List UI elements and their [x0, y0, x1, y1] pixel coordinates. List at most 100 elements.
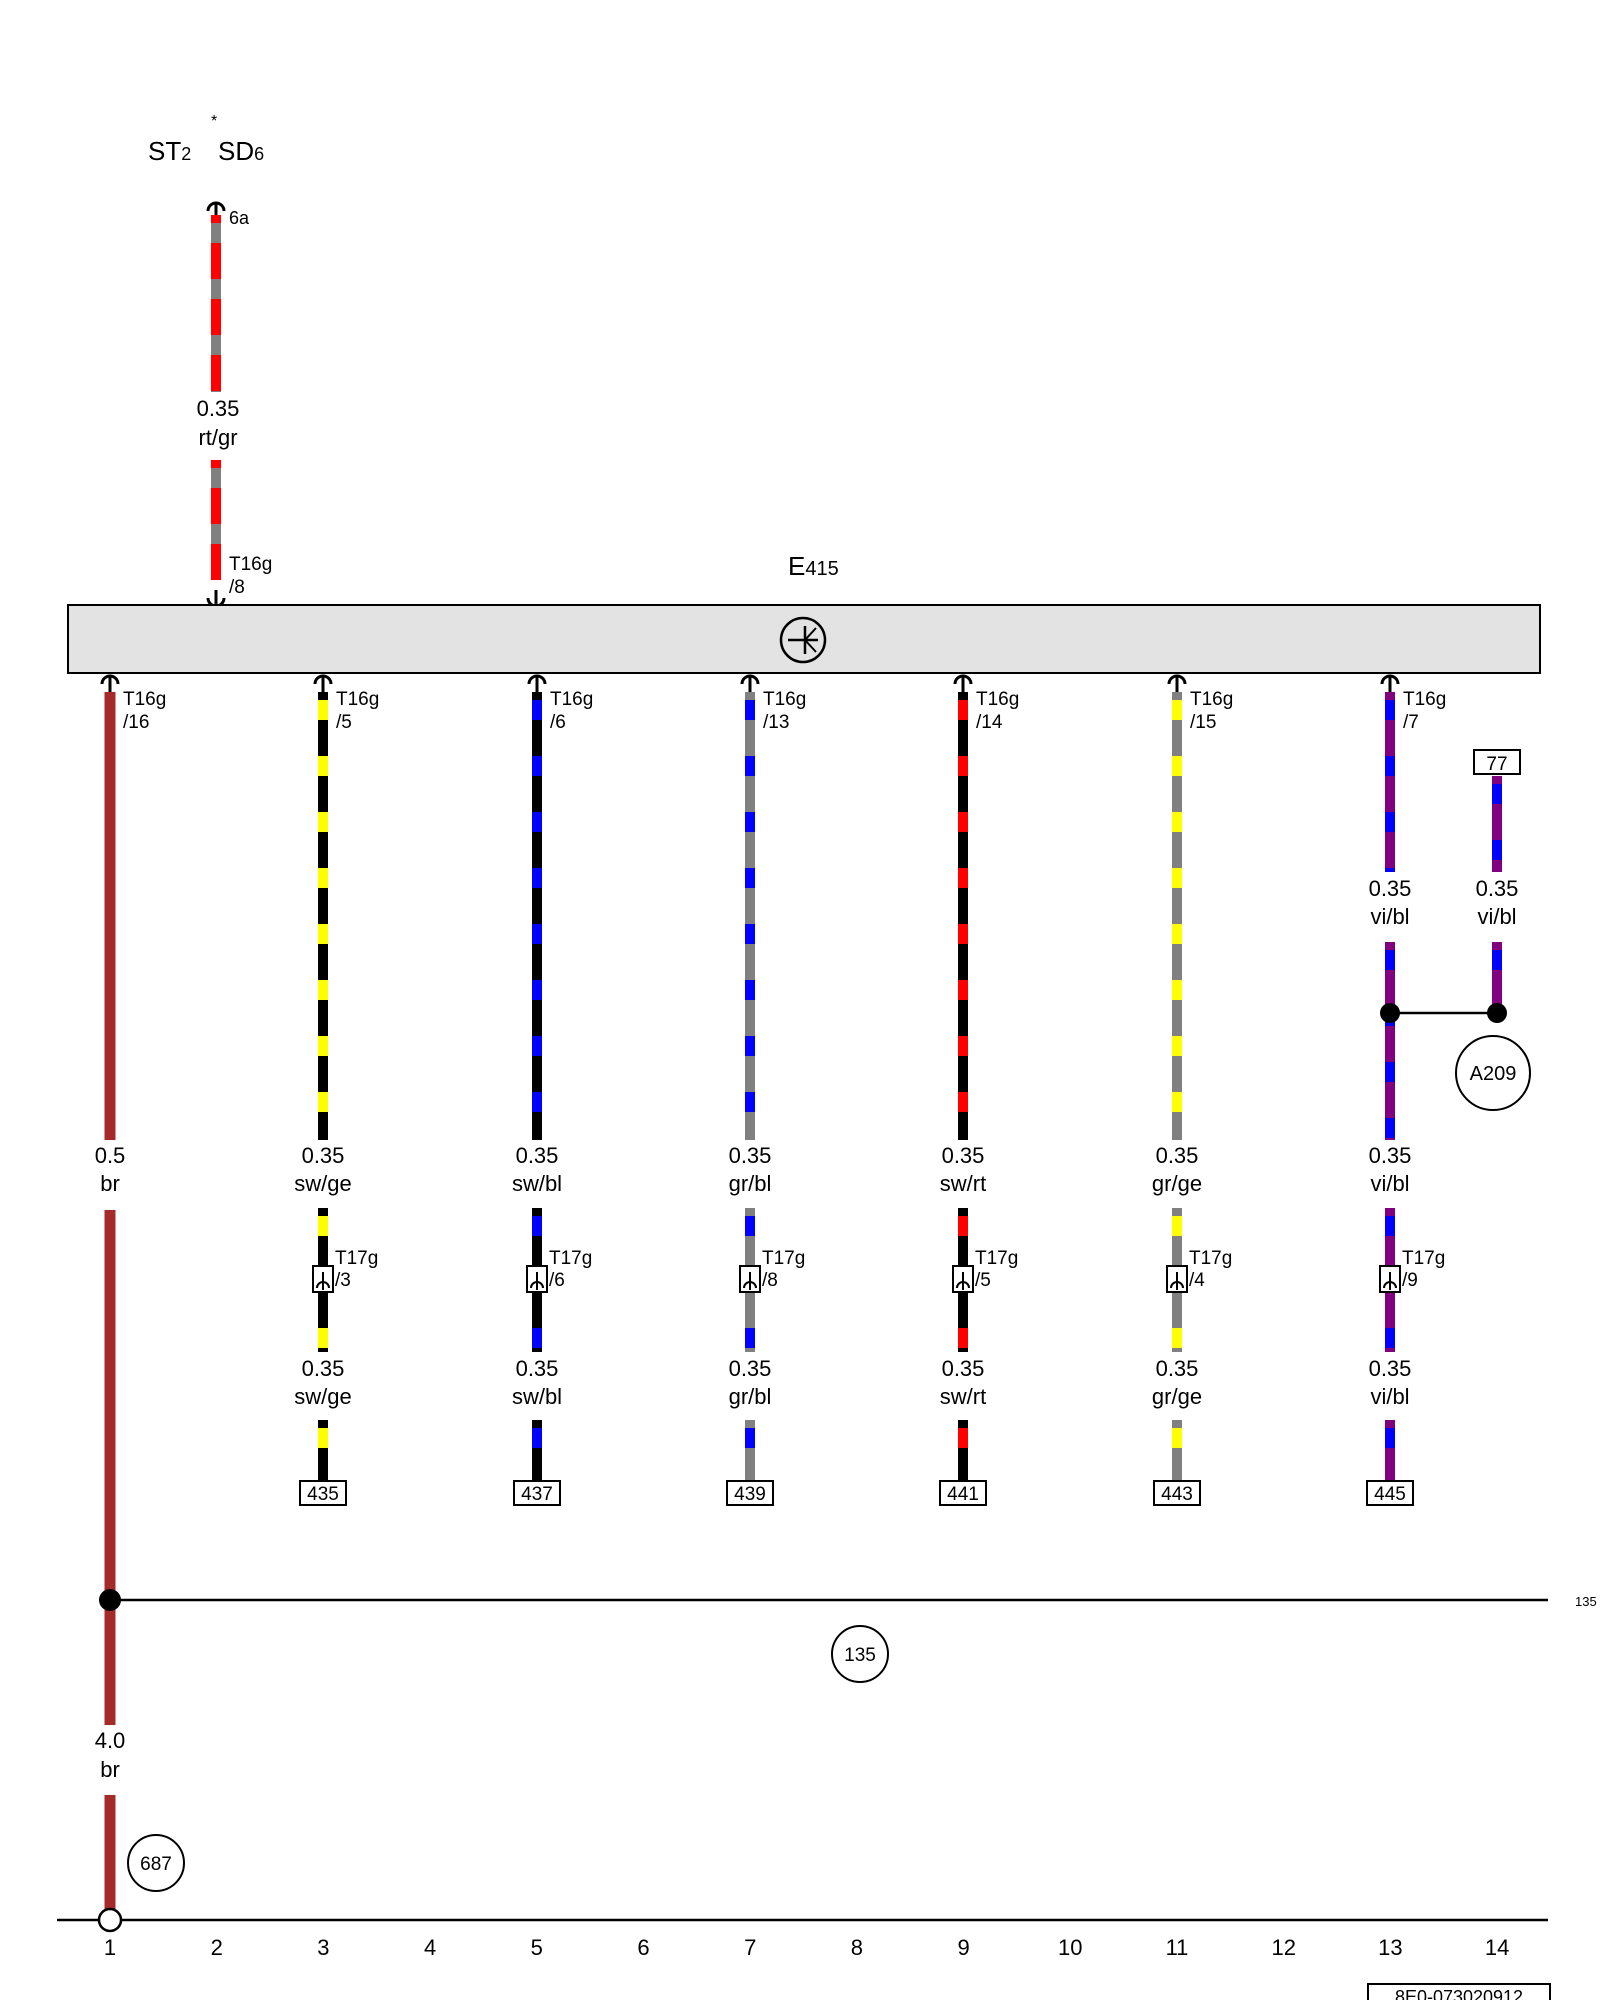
wire-connector-cap: [100, 674, 120, 694]
wire-color: sw/rt: [940, 1171, 986, 1196]
inline-connector-pin: /9: [1402, 1270, 1418, 1291]
ground-bus-ref-circle: [831, 1625, 889, 1683]
wire-connector-label: T16g: [763, 689, 806, 710]
wire-ref-label: 437: [521, 1484, 553, 1505]
inline-connector-pin: /6: [549, 1270, 565, 1291]
inline-connector-label: T17g: [549, 1248, 592, 1269]
branch-wire-gauge: 0.35: [1476, 876, 1519, 901]
wire-ref-box: 439: [726, 1480, 774, 1506]
wire-connector-pin: /16: [123, 712, 149, 733]
splice-node-left: [1380, 1003, 1400, 1023]
wire-gauge: 0.35: [1369, 1143, 1412, 1168]
wire-ref-label: 445: [1374, 1484, 1406, 1505]
wire-connector-label: T16g: [550, 689, 593, 710]
wire-gauge: 0.35: [729, 1143, 772, 1168]
column-number: 1: [104, 1935, 116, 1960]
wire-7: T16g/70.35vi/bl0.35vi/blT17g/90.35vi/bl4…: [1366, 674, 1446, 1506]
wire-connector-pin: /14: [976, 712, 1003, 733]
wire-color: sw/ge: [294, 1171, 351, 1196]
wire-color-lower: vi/bl: [1370, 1384, 1409, 1409]
column-number: 10: [1058, 1935, 1082, 1960]
inline-connector-pin: /8: [762, 1270, 778, 1291]
fuse-sd-label: SD6: [218, 136, 264, 166]
wire-gauge: 0.35: [1156, 1143, 1199, 1168]
fuse-wire-gauge: 0.35: [197, 396, 240, 421]
branch-wire-color: vi/bl: [1477, 904, 1516, 929]
wire-connector-cap: [1167, 674, 1187, 694]
wire-gauge-lower: 0.35: [302, 1356, 345, 1381]
wire-color: gr/ge: [1152, 1171, 1202, 1196]
ground-terminal: [97, 1907, 123, 1933]
wire-connector-pin: /5: [336, 712, 352, 733]
wire-ref-label: 435: [307, 1484, 339, 1505]
ground-bus-node: [99, 1589, 121, 1611]
ground-wire-gauge: 4.0: [95, 1728, 126, 1753]
wire-1: T16g/16 0.5 br: [95, 674, 166, 1910]
wire-ref-box: 435: [299, 1480, 347, 1506]
column-number: 6: [637, 1935, 649, 1960]
top-connector-label: T16g: [229, 554, 272, 575]
asterisk-mark: *: [211, 113, 217, 130]
inline-connector-pin: /4: [1189, 1270, 1205, 1291]
inline-connector-icon: [739, 1265, 761, 1293]
wire-color-a: vi/bl: [1370, 904, 1409, 929]
ground-point-circle: [127, 1834, 185, 1892]
column-number: 7: [744, 1935, 756, 1960]
wire-color-lower: gr/ge: [1152, 1384, 1202, 1409]
wire-color: br: [100, 1171, 120, 1196]
branch-ref-box: [1473, 749, 1521, 775]
wire-ref-box: 443: [1153, 1480, 1201, 1506]
wire-gauge-lower: 0.35: [942, 1356, 985, 1381]
fuse-wire-color: rt/gr: [198, 425, 237, 450]
inline-connector-pin: /5: [975, 1270, 991, 1291]
wire-connector-label: T16g: [123, 689, 166, 710]
wire-color: gr/bl: [729, 1171, 772, 1196]
column-number: 3: [317, 1935, 329, 1960]
wire-color-lower: gr/bl: [729, 1384, 772, 1409]
column-number: 4: [424, 1935, 436, 1960]
wire-gauge: 0.35: [302, 1143, 345, 1168]
wire-connector-label: T16g: [1190, 689, 1233, 710]
column-number: 12: [1271, 1935, 1295, 1960]
wire-connector-cap: [953, 674, 973, 694]
splice-circle: [1455, 1035, 1531, 1111]
top-connector-pin: /8: [229, 577, 245, 598]
wire-color: sw/bl: [512, 1171, 562, 1196]
wire-ref-label: 439: [734, 1484, 766, 1505]
wire-connector-cap: [740, 674, 760, 694]
wire-ref-box: 437: [513, 1480, 561, 1506]
wire-gauge: 0.35: [516, 1143, 559, 1168]
wire-connector-pin: /6: [550, 712, 566, 733]
wire-gauge: 0.5: [95, 1143, 126, 1168]
wire-gauge-a: 0.35: [1369, 876, 1412, 901]
inline-connector-icon: [1166, 1265, 1188, 1293]
wires-layer: T16g/160.5brT16g/50.35sw/geT17g/30.35sw/…: [95, 674, 1446, 1910]
ground-bus-ref: 135: [844, 1645, 876, 1666]
column-number: 9: [957, 1935, 969, 1960]
ground-point-label: 687: [140, 1854, 172, 1875]
drawing-id: 8E0-073020912: [1395, 1987, 1523, 2000]
splice-node-right: [1487, 1003, 1507, 1023]
wire-gauge-lower: 0.35: [516, 1356, 559, 1381]
inline-connector-label: T17g: [975, 1248, 1018, 1269]
splice-label: A209: [1470, 1063, 1517, 1085]
wire-color-lower: sw/rt: [940, 1384, 986, 1409]
top-connector-cap: [206, 588, 226, 608]
inline-connector-icon: [526, 1265, 548, 1293]
ground-bus-edge-label: 135: [1575, 1594, 1597, 1609]
wire-gauge: 0.35: [942, 1143, 985, 1168]
inline-connector-label: T17g: [1402, 1248, 1445, 1269]
component-name: E415: [788, 551, 839, 581]
wire-connector-pin: /13: [763, 712, 789, 733]
wire-connector-label: T16g: [336, 689, 379, 710]
wire-color-lower: sw/bl: [512, 1384, 562, 1409]
wire-gauge-lower: 0.35: [1156, 1356, 1199, 1381]
wire-ref-label: 443: [1161, 1484, 1193, 1505]
